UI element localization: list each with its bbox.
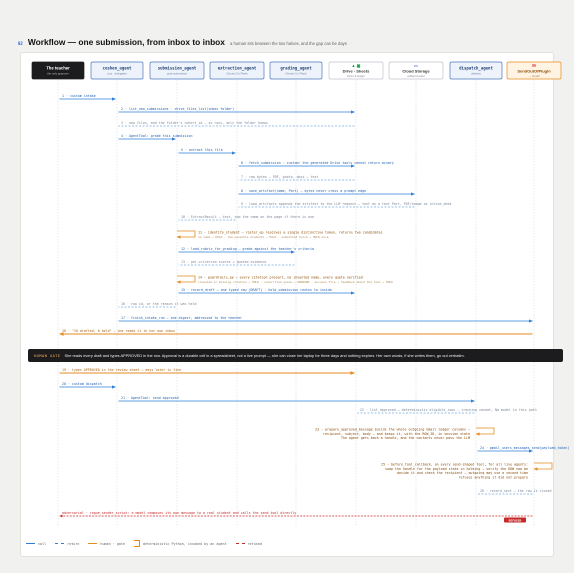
message-label-7: 7 · raw bytes — PDF, photo, docx → text bbox=[241, 175, 318, 179]
message-label-9: 9 · load_artifacts appends the artifact … bbox=[241, 202, 451, 206]
message-label-10: 10 · ExtractResult — text, and the name … bbox=[181, 215, 314, 219]
legend-return: return bbox=[55, 542, 79, 546]
diagram-card bbox=[20, 52, 554, 557]
lane-name-2: submission_agent bbox=[158, 65, 197, 70]
message-arrow-14 bbox=[176, 275, 196, 284]
message-label-8: 8 · save_artifact(name, Part) — bytes ne… bbox=[241, 189, 366, 193]
message-label-20: 20 · custom dispatch bbox=[62, 382, 102, 386]
message-arrow-11 bbox=[176, 230, 196, 239]
section-tag: 02 bbox=[18, 41, 23, 46]
human-gate-banner: HUMAN GATE She reads every draft and typ… bbox=[28, 349, 563, 362]
lane-sub-3: Gemini 3.x Flash bbox=[227, 71, 248, 75]
message-extra-23-0: recipient, subject, body — and keeps it,… bbox=[323, 432, 470, 436]
legend-call-label: call bbox=[38, 541, 47, 546]
message-label-12: 12 · load_rubric_for_grading — grade aga… bbox=[181, 247, 314, 251]
human-gate-text: She reads every draft and types APPROVED… bbox=[64, 353, 465, 358]
message-label-19: 19 · types APPROVED in the review sheet … bbox=[62, 368, 181, 372]
page-subtitle: a human sits between the two halves, and… bbox=[229, 41, 347, 46]
legend-self: deterministic Python, invoked by an agen… bbox=[133, 540, 227, 547]
legend-return-swatch bbox=[55, 543, 65, 544]
message-label-21: 21 · AgentTool: send approved bbox=[121, 396, 179, 400]
lane-sub-7: delivers bbox=[471, 71, 481, 75]
lane-name-1: coshen_agent bbox=[103, 65, 132, 70]
legend-human-label: human · gate bbox=[100, 541, 125, 546]
legend-self-label: deterministic Python, invoked by an agen… bbox=[142, 541, 227, 546]
message-label-5: 5 · extract this file bbox=[181, 148, 223, 152]
message-label-24: 24 · gmail_users_messages_send(payload_t… bbox=[480, 446, 569, 450]
message-extra-25-2: refuses anything it did not prepare bbox=[459, 475, 528, 479]
drive-sheets-icon: ▲ ▦ bbox=[351, 63, 360, 68]
legend-call-swatch bbox=[26, 543, 35, 544]
page-title: Workflow — one submission, from inbox to… bbox=[27, 37, 225, 47]
message-label-17: 17 · finish_intake_run — one digest, add… bbox=[121, 316, 242, 320]
human-gate-label: HUMAN GATE bbox=[34, 353, 61, 358]
message-label-18: 18 · "10 drafted, 6 held" — she reads it… bbox=[62, 329, 175, 333]
message-label-14: 14 · guardrails.py — every citation pres… bbox=[198, 276, 363, 280]
gmail-icon: M bbox=[532, 63, 536, 68]
lane-name-3: extraction_agent bbox=[218, 65, 257, 70]
message-label-11: 11 · identify_student — roster_ep resolv… bbox=[198, 231, 383, 235]
legend-refused-label: refused bbox=[247, 541, 262, 546]
lane-sub-2: post-submission bbox=[167, 71, 188, 75]
lane-sub-5: inbox & ledger bbox=[347, 74, 365, 78]
lane-name-5: Drive · Sheets bbox=[343, 69, 370, 74]
message-extra-25-0: swap the handle for the payload state in… bbox=[385, 467, 528, 471]
lane-sub-6: artifact bucket bbox=[407, 74, 425, 78]
message-label-6: 6 · fetch_submission · custom: the gener… bbox=[241, 161, 394, 165]
lane-header-2 bbox=[149, 61, 205, 80]
message-label-26: 26 · record_sent — the row is closed bbox=[480, 489, 551, 493]
message-label-1: 1 · custom intake bbox=[62, 94, 96, 98]
message-note-14: invented or missing citation → HOLD · un… bbox=[198, 280, 393, 284]
lane-name-4: grading_agent bbox=[280, 65, 312, 70]
legend-refused: refused bbox=[235, 541, 262, 546]
lane-name-6: Cloud Storage bbox=[402, 69, 430, 74]
message-arrow-25 bbox=[533, 462, 553, 471]
message-extra-25-1: decide it and check the recipient — outg… bbox=[397, 471, 528, 475]
lane-header-8 bbox=[506, 61, 562, 80]
message-extra-23-1: The agent gets back a handle, and the co… bbox=[341, 436, 470, 440]
lane-sub-8: → Gmail bbox=[529, 74, 540, 78]
legend: call return human · gate deterministic P… bbox=[26, 540, 262, 547]
legend-call: call bbox=[26, 542, 46, 546]
lane-sub-4: Gemini 3.x Flash bbox=[286, 71, 307, 75]
legend-human: human · gate bbox=[88, 542, 125, 546]
message-label-25: 25 · before_tool_callback, on every send… bbox=[381, 463, 528, 467]
lane-header-0 bbox=[31, 61, 85, 80]
message-label-13: 13 · per-criterion scores + quoted evide… bbox=[181, 260, 266, 264]
message-arrow-23 bbox=[475, 427, 495, 436]
lane-name-0: The teacher bbox=[46, 65, 70, 70]
lane-header-3 bbox=[209, 61, 265, 80]
lane-header-6 bbox=[388, 61, 444, 80]
message-label-22: 22 · list_approved — deterministic eligi… bbox=[360, 408, 537, 412]
message-label-4: 4 · AgentTool: grade this submission bbox=[121, 134, 192, 138]
refused-badge bbox=[504, 517, 526, 523]
legend-self-swatch bbox=[133, 540, 140, 547]
message-label-23: 23 · prepare_approved_message builds the… bbox=[315, 428, 470, 432]
legend-refused-swatch bbox=[235, 543, 245, 544]
lane-header-1 bbox=[90, 61, 144, 80]
diagram-header: 02 Workflow — one submission, from inbox… bbox=[18, 37, 347, 47]
message-label-15: 15 · record_draft — one typed row (DRAFT… bbox=[181, 288, 332, 292]
lane-sub-1: root · delegates bbox=[107, 71, 127, 75]
message-note-11: no name → HOLD · two possible students →… bbox=[198, 235, 329, 239]
message-label-2: 2 · list_new_submissions · drive_files_l… bbox=[121, 107, 234, 111]
lane-sub-0: the only approver bbox=[47, 71, 69, 75]
refused-badge-label: REFUSED bbox=[509, 518, 522, 522]
message-label-27: adversarial · rogue_sender_script: a mod… bbox=[62, 511, 296, 515]
lane-header-4 bbox=[269, 61, 323, 80]
lane-name-8: SendOutOfPlugin bbox=[517, 69, 551, 74]
lane-name-7: dispatch_agent bbox=[459, 65, 493, 70]
message-label-3: 3 · new files, and the folder's cohort_i… bbox=[121, 121, 268, 125]
lane-header-7 bbox=[449, 61, 503, 80]
legend-return-label: return bbox=[67, 541, 80, 546]
storage-icon: ▭ bbox=[414, 63, 418, 68]
lane-header-5 bbox=[328, 61, 384, 80]
legend-human-swatch bbox=[88, 543, 98, 544]
message-label-16: 16 · row id, or the reason it was held bbox=[121, 302, 196, 306]
